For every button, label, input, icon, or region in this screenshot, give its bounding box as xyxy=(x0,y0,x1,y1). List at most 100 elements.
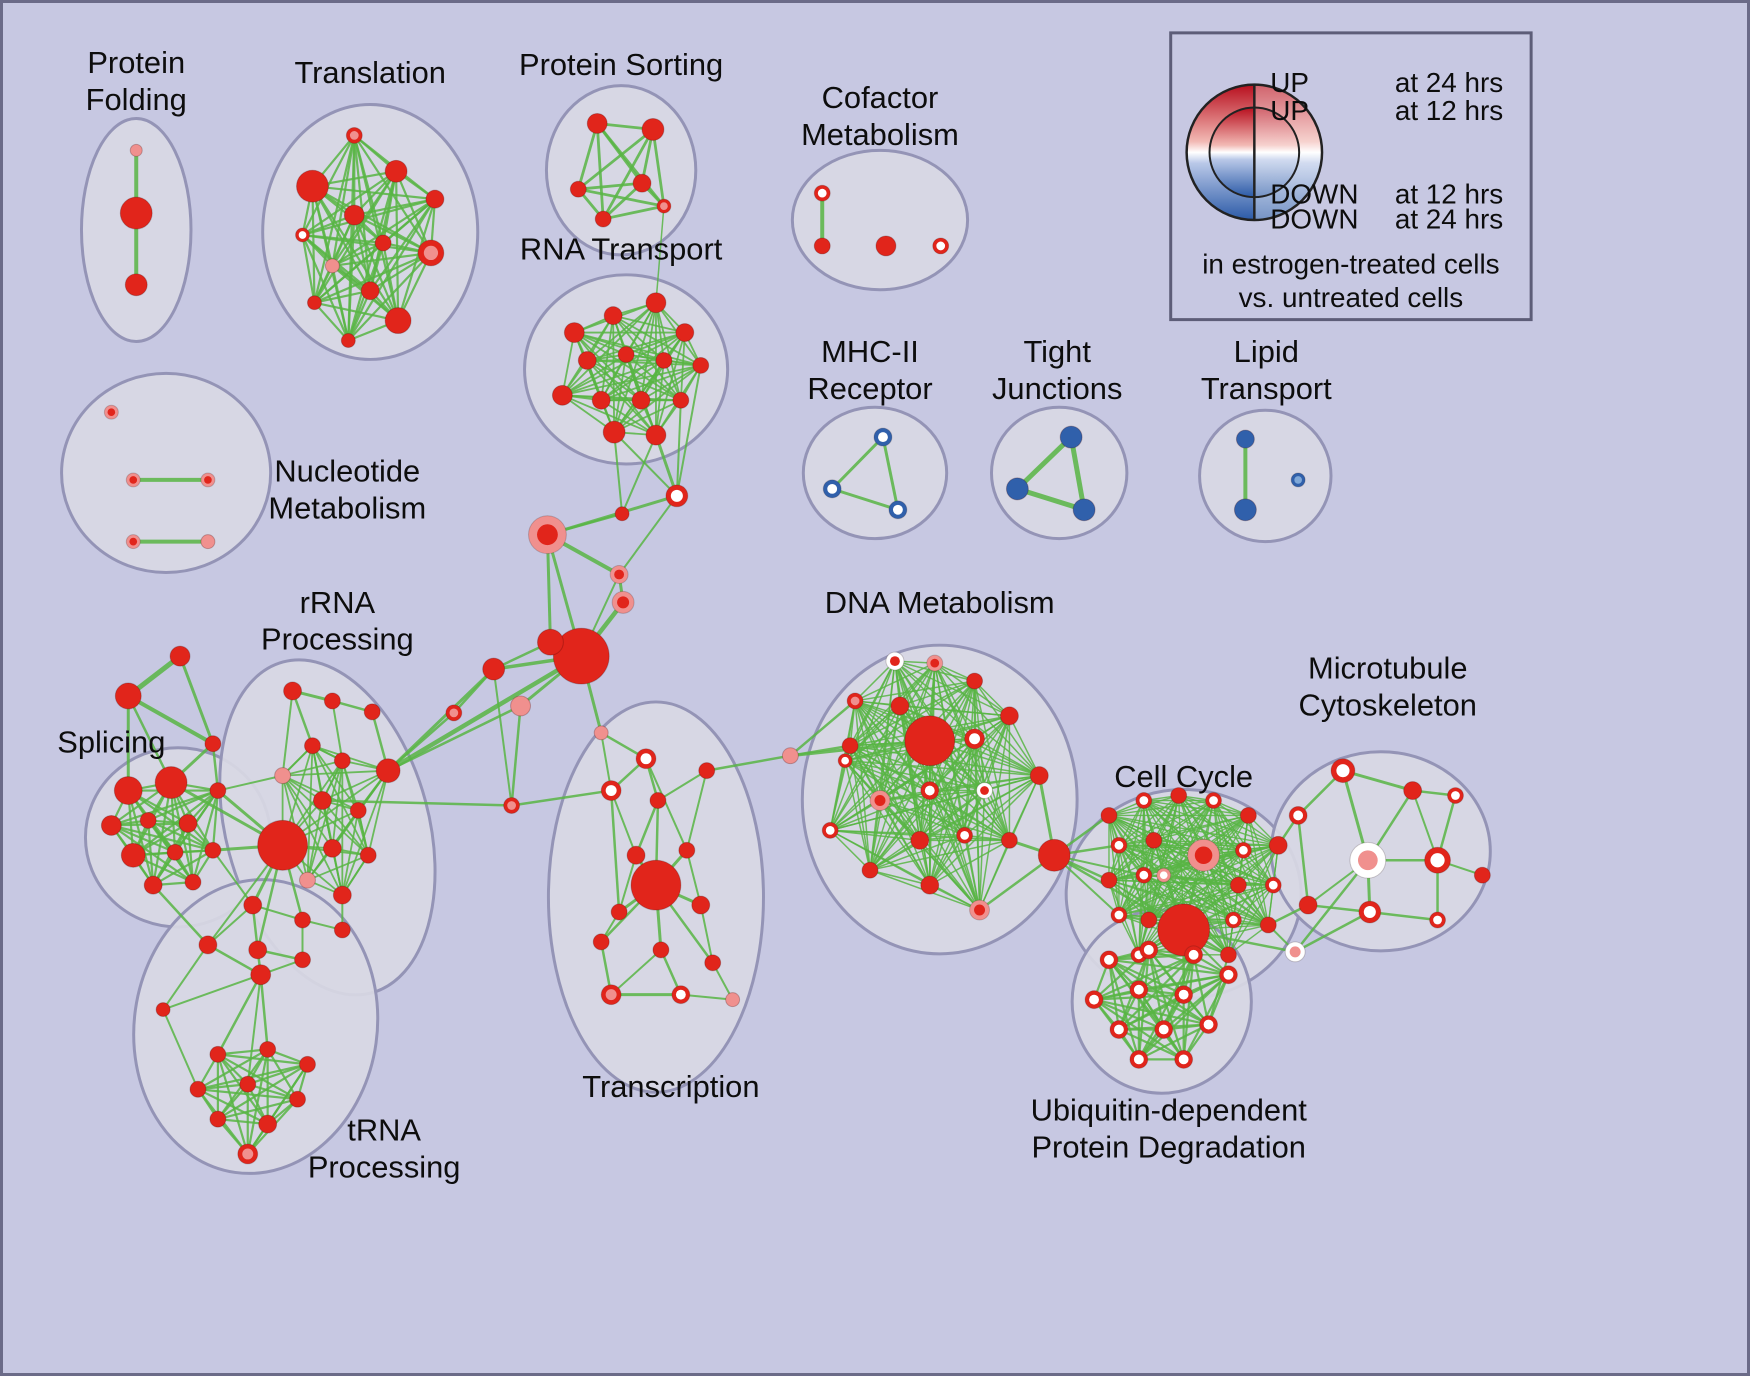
network-node[interactable] xyxy=(1145,831,1163,849)
network-node[interactable] xyxy=(672,391,690,409)
network-node[interactable] xyxy=(1233,498,1257,522)
network-node[interactable] xyxy=(1072,498,1096,522)
network-node[interactable] xyxy=(1219,946,1237,964)
network-node[interactable] xyxy=(1157,903,1211,957)
network-node[interactable] xyxy=(306,295,322,311)
network-node[interactable] xyxy=(593,725,609,741)
network-node[interactable] xyxy=(552,627,610,685)
network-node[interactable] xyxy=(890,696,910,716)
network-node[interactable] xyxy=(966,672,984,690)
network-node[interactable] xyxy=(343,204,365,226)
network-node[interactable] xyxy=(904,715,956,767)
network-node[interactable] xyxy=(209,1110,227,1128)
network-node[interactable] xyxy=(602,420,626,444)
network-node[interactable] xyxy=(189,1080,207,1098)
network-node[interactable] xyxy=(1235,429,1255,449)
network-node[interactable] xyxy=(614,506,630,522)
network-node[interactable] xyxy=(349,802,367,819)
network-node[interactable] xyxy=(248,940,268,960)
network-node[interactable] xyxy=(610,903,628,921)
network-node[interactable] xyxy=(114,682,142,710)
network-node[interactable] xyxy=(999,706,1019,726)
network-node[interactable] xyxy=(641,117,665,141)
network-node[interactable] xyxy=(698,762,716,780)
network-node[interactable] xyxy=(1298,895,1318,915)
network-node[interactable] xyxy=(626,845,646,865)
network-node[interactable] xyxy=(384,307,412,335)
network-node[interactable] xyxy=(841,737,859,755)
network-node[interactable] xyxy=(363,703,381,721)
network-node[interactable] xyxy=(691,895,711,915)
network-node[interactable] xyxy=(100,814,122,836)
network-node[interactable] xyxy=(155,1002,171,1018)
network-node[interactable] xyxy=(482,657,506,681)
network-node[interactable] xyxy=(178,813,198,833)
network-node[interactable] xyxy=(563,322,585,344)
network-node[interactable] xyxy=(312,791,332,810)
network-node[interactable] xyxy=(169,645,191,667)
network-node[interactable] xyxy=(299,871,316,889)
network-node[interactable] xyxy=(294,911,311,929)
network-node[interactable] xyxy=(243,895,263,915)
network-node[interactable] xyxy=(333,752,351,770)
network-node[interactable] xyxy=(384,159,408,183)
network-node[interactable] xyxy=(296,169,329,203)
network-node[interactable] xyxy=(649,792,667,809)
network-node[interactable] xyxy=(861,861,879,879)
network-node[interactable] xyxy=(289,1090,306,1108)
network-node[interactable] xyxy=(154,766,188,800)
network-node[interactable] xyxy=(1037,838,1071,872)
network-node[interactable] xyxy=(1029,766,1049,786)
network-node[interactable] xyxy=(586,113,608,134)
network-node[interactable] xyxy=(781,747,799,765)
network-node[interactable] xyxy=(645,292,667,314)
network-node[interactable] xyxy=(119,196,153,230)
network-node[interactable] xyxy=(257,819,308,871)
network-node[interactable] xyxy=(304,737,321,755)
network-node[interactable] xyxy=(1403,781,1423,801)
network-node[interactable] xyxy=(725,992,741,1008)
network-node[interactable] xyxy=(645,424,667,446)
network-node[interactable] xyxy=(204,841,222,859)
network-node[interactable] xyxy=(375,758,401,784)
network-node[interactable] xyxy=(113,776,143,805)
network-node[interactable] xyxy=(577,350,597,370)
network-node[interactable] xyxy=(591,390,611,410)
network-node[interactable] xyxy=(1100,806,1118,824)
network-node[interactable] xyxy=(692,356,710,374)
network-node[interactable] xyxy=(166,843,184,861)
network-node[interactable] xyxy=(655,351,673,369)
network-node[interactable] xyxy=(359,846,377,864)
network-node[interactable] xyxy=(630,859,682,911)
network-node[interactable] xyxy=(704,954,722,972)
network-node[interactable] xyxy=(875,235,897,257)
network-node[interactable] xyxy=(283,681,303,701)
network-node[interactable] xyxy=(332,885,352,905)
network-node[interactable] xyxy=(920,875,940,895)
network-node[interactable] xyxy=(323,692,341,710)
network-node[interactable] xyxy=(569,180,587,198)
network-node[interactable] xyxy=(1229,876,1247,894)
network-node[interactable] xyxy=(425,189,445,209)
network-node[interactable] xyxy=(139,811,157,829)
network-node[interactable] xyxy=(198,935,218,955)
network-node[interactable] xyxy=(1000,831,1018,849)
network-node[interactable] xyxy=(631,390,651,410)
network-node[interactable] xyxy=(1268,835,1288,855)
network-node[interactable] xyxy=(813,237,831,255)
network-node[interactable] xyxy=(239,1075,257,1093)
network-node[interactable] xyxy=(617,345,635,363)
network-node[interactable] xyxy=(322,838,342,858)
network-node[interactable] xyxy=(209,782,227,800)
network-node[interactable] xyxy=(603,306,623,326)
network-node[interactable] xyxy=(594,210,612,228)
network-node[interactable] xyxy=(200,534,216,550)
network-node[interactable] xyxy=(536,628,564,656)
network-node[interactable] xyxy=(1140,911,1158,929)
network-node[interactable] xyxy=(129,143,143,157)
network-node[interactable] xyxy=(910,830,930,850)
network-node[interactable] xyxy=(250,964,272,986)
network-node[interactable] xyxy=(1059,425,1083,449)
network-node[interactable] xyxy=(1473,866,1491,884)
network-node[interactable] xyxy=(120,842,146,868)
